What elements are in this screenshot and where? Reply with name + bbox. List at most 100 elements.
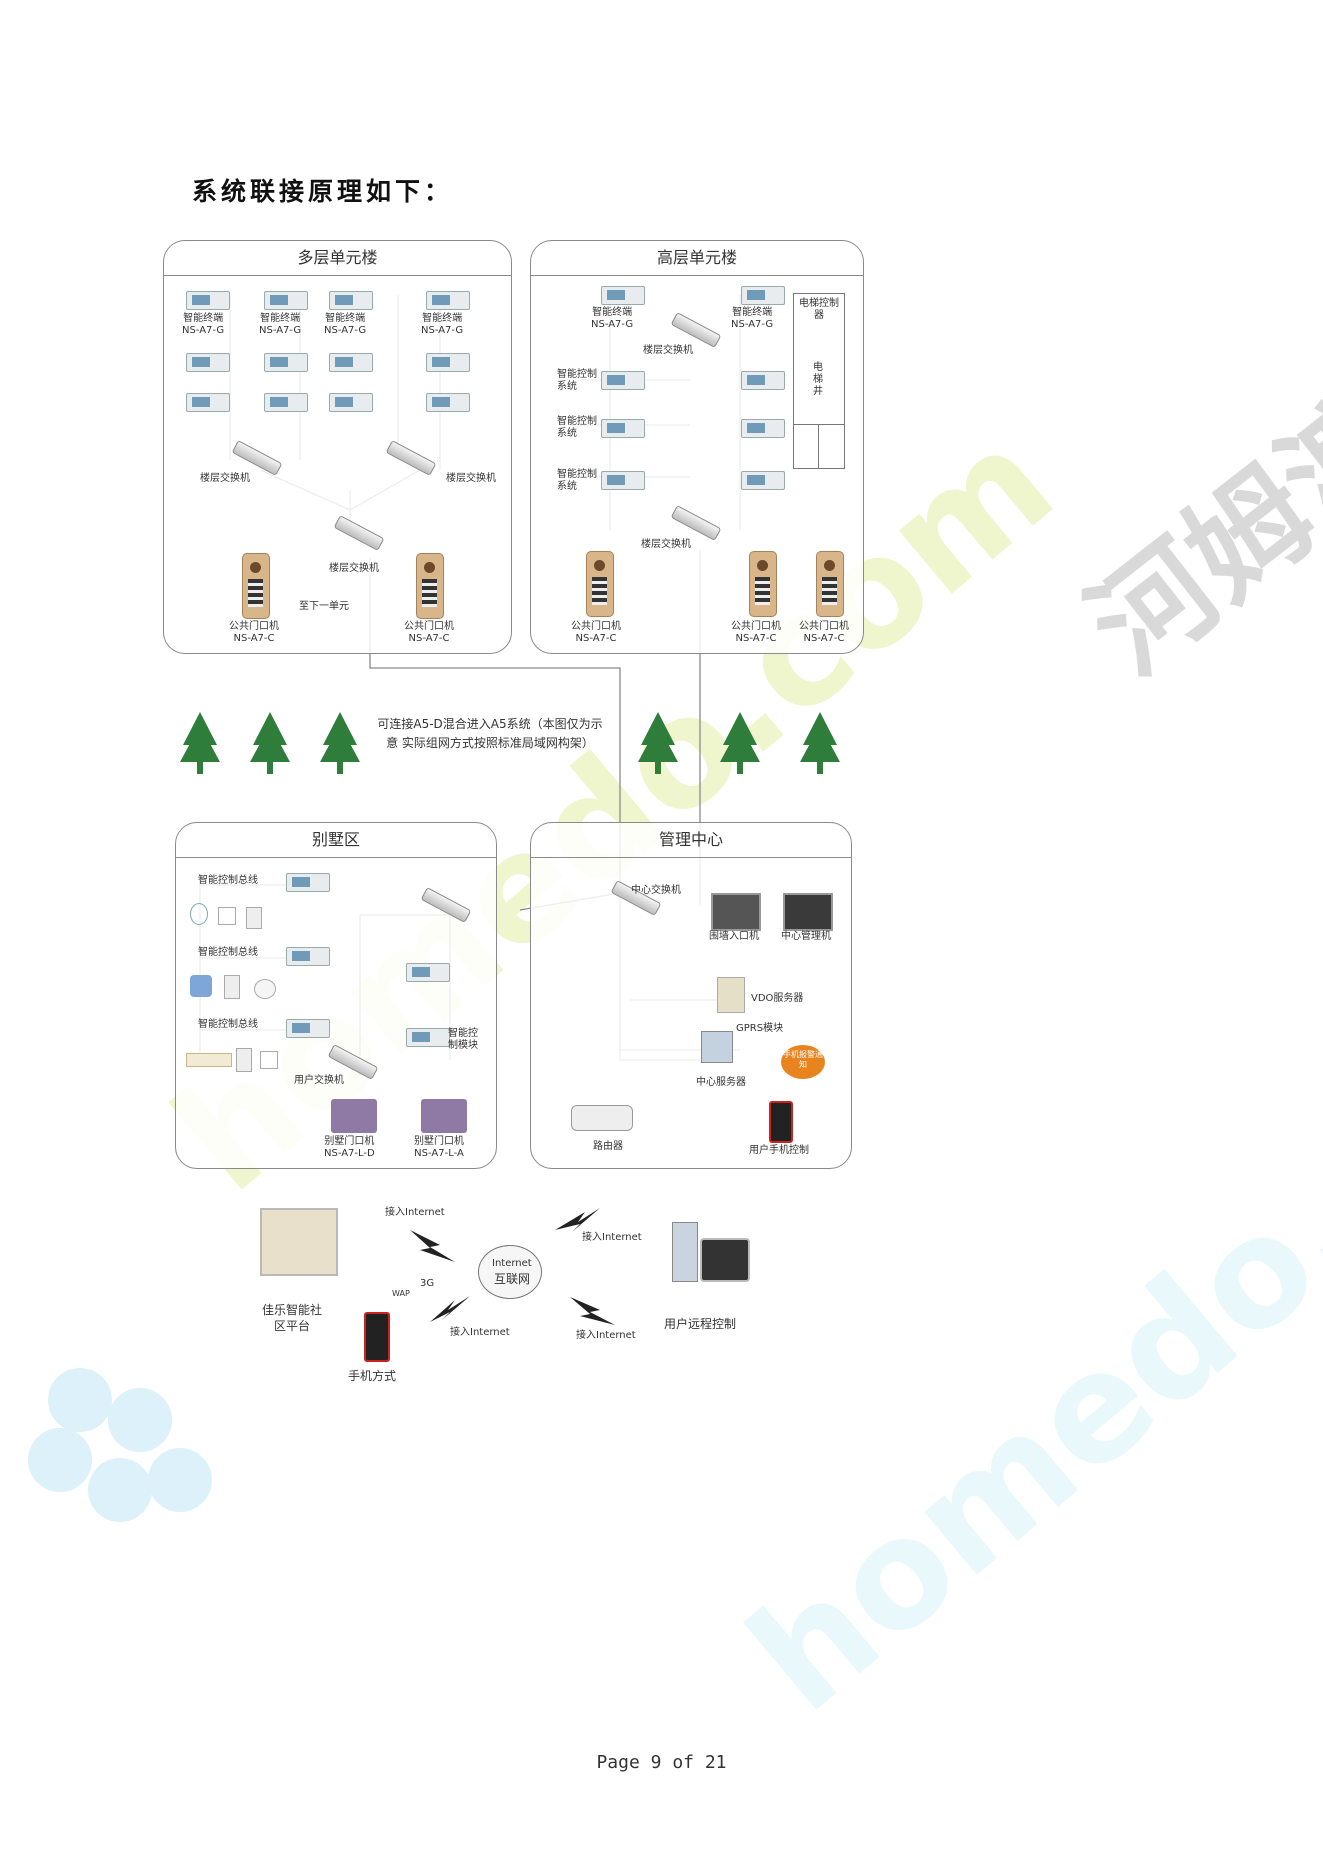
smart-bus-label: 智能控制总线 (198, 947, 258, 958)
smoke-detector-icon (254, 979, 276, 999)
remote-label: 用户远程控制 (664, 1317, 737, 1331)
terminal-name: 智能终端 (732, 307, 773, 318)
elevator-divider (818, 424, 819, 468)
center-switch-label: 中心交换机 (631, 885, 681, 896)
system-note: 可连接A5-D混合进入A5系统（本图仅为示意 实际组网方式按照标准局域网构架） (377, 717, 603, 750)
center-manager-icon (783, 893, 833, 931)
panel-title: 高层单元楼 (531, 241, 863, 276)
tree-icon (320, 712, 360, 774)
platform-monitor-icon (260, 1208, 338, 1276)
tree-icon (720, 712, 760, 774)
page-number: Page 9 of 21 (596, 1752, 727, 1773)
center-server-label: 中心服务器 (696, 1077, 746, 1088)
access-internet-label: 接入Internet (450, 1327, 510, 1338)
terminal-name: 智能终端 (325, 313, 366, 324)
door-model: NS-A7-C (233, 633, 275, 644)
tree-icons (180, 712, 840, 774)
sensor-icon (236, 1048, 252, 1072)
air-conditioner-icon (186, 1053, 232, 1067)
terminal-model: NS-A7-G (324, 325, 367, 336)
indoor-monitor (286, 1019, 330, 1038)
door-name: 公共门口机 (571, 621, 621, 632)
sensor-icon (246, 907, 262, 929)
access-internet-label: 接入Internet (385, 1207, 445, 1218)
wall-door-label: 围墙入口机 (709, 931, 759, 942)
terminal-name: 智能终端 (422, 313, 463, 324)
terminal-monitor (186, 393, 230, 412)
center-server-icon (701, 1031, 733, 1063)
terminal-monitor (601, 471, 645, 490)
terminal-model: NS-A7-G (591, 319, 634, 330)
remote-pc-icon (672, 1222, 698, 1282)
mobile-label: 手机方式 (348, 1369, 397, 1383)
terminal-model: NS-A7-G (731, 319, 774, 330)
smart-module-monitor (406, 1028, 450, 1047)
tree-icon (638, 712, 678, 774)
mobile-phone-icon (364, 1312, 390, 1362)
tree-icon (250, 712, 290, 774)
smart-ctrl-label: 智能控制系统 (557, 469, 597, 492)
door-name: 公共门口机 (229, 621, 279, 632)
lightning-bolt-icon (410, 1230, 455, 1262)
terminal-monitor (426, 393, 470, 412)
center-mgr-label: 中心管理机 (781, 931, 831, 942)
terminal-name: 智能终端 (183, 313, 224, 324)
internet-globe-icon (478, 1245, 542, 1299)
remote-monitor-icon (700, 1238, 750, 1282)
floor-switch-icon (670, 505, 722, 541)
door-model: NS-A7-C (735, 633, 777, 644)
indoor-monitor (286, 873, 330, 892)
panel-management-center: 管理中心 中心交换机 围墙入口机 中心管理机 VDO服务器 GPRS模块 中心服… (530, 822, 852, 1169)
villa-door-model: NS-A7-L-D (324, 1148, 375, 1159)
door-model: NS-A7-C (408, 633, 450, 644)
public-door-station-icon (242, 553, 270, 619)
switch-panel-icon (260, 1051, 278, 1069)
public-door-station-icon (416, 553, 444, 619)
door-model: NS-A7-C (575, 633, 617, 644)
terminal-monitor (601, 286, 645, 305)
vdo-server-label: VDO服务器 (751, 993, 804, 1004)
public-door-station-icon (749, 551, 777, 617)
door-name: 公共门口机 (799, 621, 849, 632)
terminal-monitor (264, 291, 308, 310)
villa-door-station-icon (421, 1099, 467, 1133)
terminal-monitor (426, 291, 470, 310)
elevator-well: 电梯控制器 电梯井 (793, 293, 845, 469)
wall-door-station-icon (711, 893, 761, 931)
internet-en-label: Internet (492, 1258, 532, 1269)
panel-title: 别墅区 (176, 823, 496, 858)
floor-switch-icon (670, 312, 722, 348)
terminal-monitor (329, 291, 373, 310)
lightning-bolt-icon (555, 1208, 600, 1232)
terminal-monitor (329, 393, 373, 412)
watermark-flower-icon (28, 1368, 212, 1522)
to-next-unit-label: 至下一单元 (299, 601, 349, 612)
section-heading: 系统联接原理如下： (192, 177, 454, 206)
indoor-monitor (286, 947, 330, 966)
terminal-monitor (186, 353, 230, 372)
public-door-station-icon (816, 551, 844, 617)
door-model: NS-A7-C (803, 633, 845, 644)
terminal-monitor (601, 371, 645, 390)
panel-villa: 别墅区 智能控制总线 智能控制总线 智能控制总线 用户交换机 智能控制模块 别墅… (175, 822, 497, 1169)
router-label: 路由器 (593, 1141, 623, 1152)
terminal-model: NS-A7-G (259, 325, 302, 336)
smart-ctrl-label: 智能控制系统 (557, 369, 597, 392)
door-name: 公共门口机 (404, 621, 454, 632)
terminal-monitor (741, 371, 785, 390)
floor-switch-icon (385, 440, 437, 476)
watermark-brand-cn: 河姆渡 (1065, 369, 1323, 700)
terminal-monitor (329, 353, 373, 372)
switch-icon (420, 887, 472, 923)
villa-door-name: 别墅门口机 (324, 1136, 375, 1147)
router-icon (571, 1105, 633, 1131)
